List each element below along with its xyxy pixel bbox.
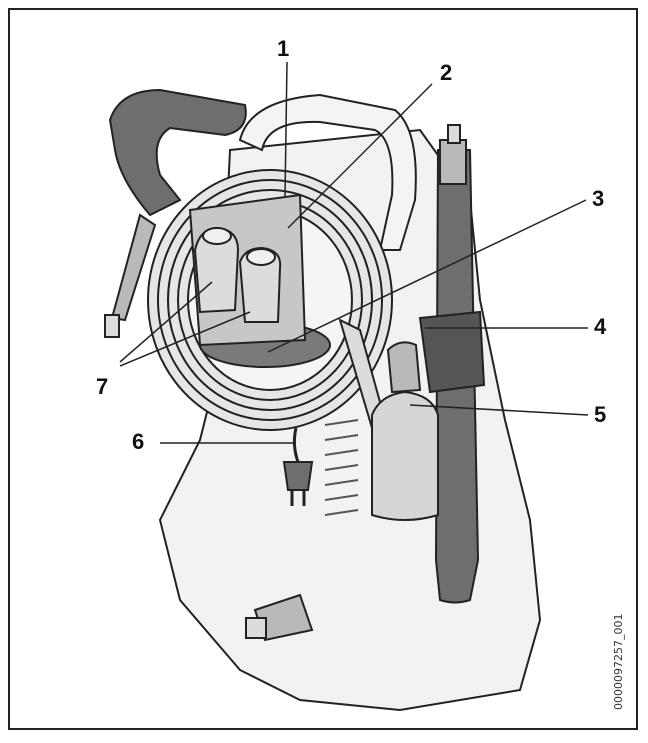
- detergent-bottle: [372, 392, 438, 520]
- image-code: 0000097257_001: [612, 614, 625, 710]
- callout-5: 5: [594, 404, 606, 426]
- callout-2: 2: [440, 62, 452, 84]
- callout-7: 7: [96, 376, 108, 398]
- inlet-nozzle: [246, 618, 266, 638]
- gun-tip: [105, 315, 119, 337]
- bottle-holder: [420, 312, 484, 392]
- callout-3: 3: [592, 188, 604, 210]
- callout-1: 1: [277, 38, 289, 60]
- nozzle-left-top: [203, 228, 231, 244]
- nozzle-right-top: [247, 249, 275, 265]
- power-plug: [284, 462, 312, 490]
- callout-4: 4: [594, 316, 606, 338]
- lance-tip: [448, 125, 460, 143]
- lance-coupling: [440, 140, 466, 184]
- bottle-cap: [388, 342, 420, 392]
- callout-6: 6: [132, 431, 144, 453]
